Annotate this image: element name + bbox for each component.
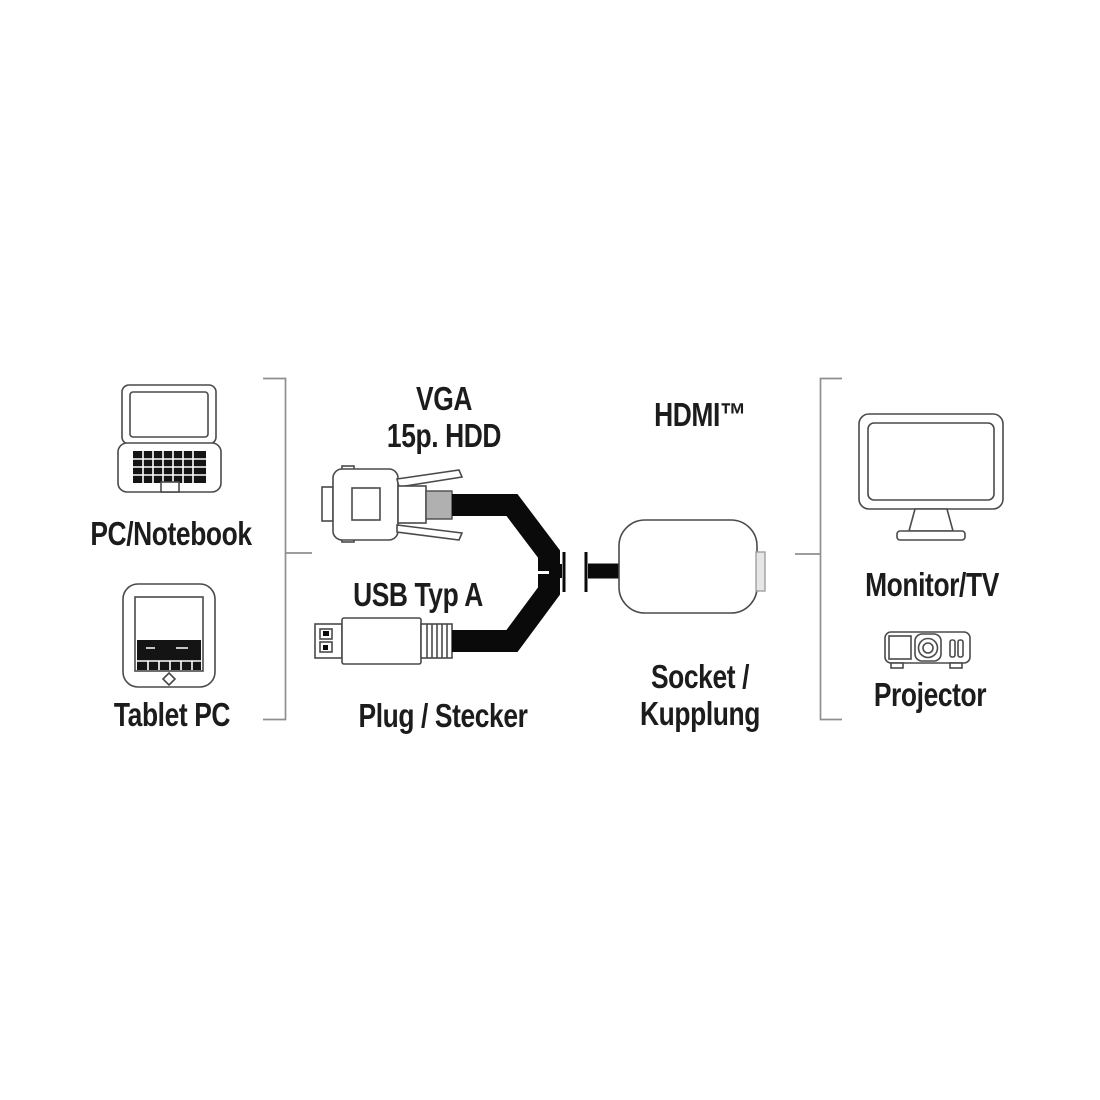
monitor-icon <box>858 413 1004 541</box>
display-bracket <box>795 377 842 721</box>
vga-label: VGA 15p. HDD <box>386 380 502 454</box>
label-tablet-pc: Tablet PC <box>113 696 231 733</box>
hdmi-label: HDMI™ <box>654 396 746 433</box>
vga-label-line1: VGA <box>415 380 473 417</box>
y-cable <box>452 494 562 652</box>
projector-icon <box>884 631 971 669</box>
socket-caption: Socket / Kupplung <box>640 658 760 732</box>
hdmi-socket-icon <box>618 519 766 614</box>
usb-connector-icon <box>314 617 453 665</box>
tablet-icon <box>122 583 216 688</box>
vga-label-line2: 15p. HDD <box>386 417 502 454</box>
usb-label: USB Typ A <box>353 576 483 613</box>
label-pc-notebook: PC/Notebook <box>90 515 252 552</box>
socket-caption-line1: Socket / <box>650 658 750 695</box>
socket-caption-line2: Kupplung <box>640 695 760 732</box>
plug-caption: Plug / Stecker <box>358 697 528 734</box>
label-projector: Projector <box>873 676 987 713</box>
laptop-icon <box>117 384 222 493</box>
plug-joint <box>562 552 620 592</box>
vga-connector-icon <box>321 465 464 543</box>
source-bracket <box>263 377 312 721</box>
label-monitor-tv: Monitor/TV <box>865 566 999 603</box>
